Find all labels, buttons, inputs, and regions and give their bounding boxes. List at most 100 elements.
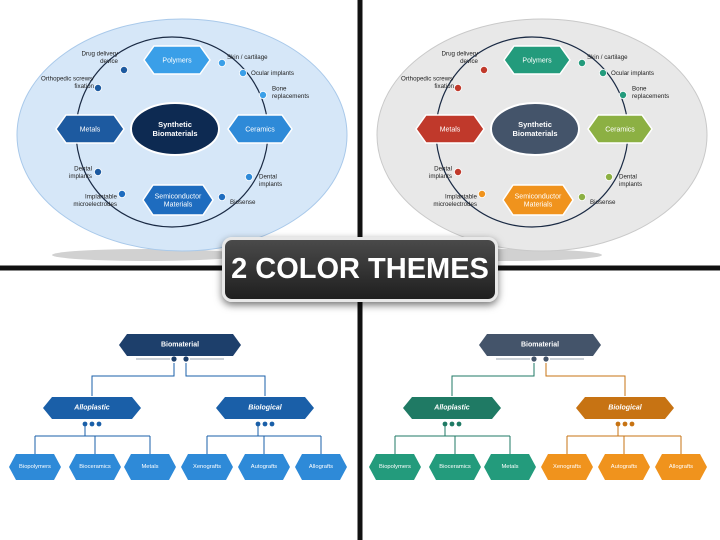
leaf-node-label: Bioceramics: [439, 464, 471, 470]
node-right-label: Ceramics: [605, 126, 635, 133]
decor-dot: [531, 356, 537, 362]
decor-dot: [89, 421, 95, 427]
application-label: Skin / cartilage: [587, 54, 628, 61]
connector-dot: [94, 84, 103, 93]
connector-dot: [453, 84, 462, 93]
node-right: [227, 114, 293, 144]
branch-node: [43, 397, 141, 419]
decor-dot: [442, 421, 448, 427]
decor-dot: [183, 356, 189, 362]
leaf-node: [238, 454, 290, 480]
connector-dot: [599, 69, 608, 78]
leaf-node-label: Xenografts: [193, 464, 221, 470]
leaf-node-label: Autografts: [611, 464, 638, 470]
root-node-label: Biomaterial: [161, 341, 199, 348]
node-left: [55, 114, 125, 144]
center-node: [490, 102, 580, 156]
connector-dot: [477, 189, 486, 198]
application-label: Biosense: [230, 199, 256, 206]
root-node: [479, 334, 601, 356]
leaf-node: [9, 454, 61, 480]
connector-dot: [619, 91, 628, 100]
leaf-node-label: Allografts: [309, 464, 333, 470]
node-right-label: Ceramics: [245, 126, 275, 133]
leaf-node: [69, 454, 121, 480]
connector-dot: [217, 192, 226, 201]
connector-line: [545, 363, 626, 396]
application-label: Orthopedic screws/fixation: [41, 76, 95, 90]
leaf-node-label: Allografts: [669, 464, 693, 470]
branch-node: [403, 397, 501, 419]
connector-dot: [479, 66, 488, 75]
application-label: Ocular implants: [611, 70, 654, 77]
decor-dot: [456, 421, 462, 427]
connector-dot: [605, 172, 614, 181]
branch-node-label: Biological: [608, 404, 643, 411]
connector-line: [91, 363, 175, 396]
leaf-node-label: Bioceramics: [79, 464, 111, 470]
leaf-node: [181, 454, 233, 480]
decor-dot: [615, 421, 621, 427]
node-left-label: Metals: [440, 126, 461, 133]
leaf-node: [484, 454, 536, 480]
decor-dot: [262, 421, 268, 427]
node-bottom: [142, 184, 214, 216]
decor-dot: [449, 421, 455, 427]
decor-dot: [629, 421, 635, 427]
oval-shadow: [52, 249, 242, 261]
decor-dot: [543, 356, 549, 362]
leaf-node-label: Autografts: [251, 464, 278, 470]
application-label: Orthopedic screws/fixation: [401, 76, 455, 90]
connector-dot: [94, 167, 103, 176]
leaf-node: [369, 454, 421, 480]
connector-dot: [244, 172, 253, 181]
node-top-label: Polymers: [162, 57, 192, 64]
node-left-label: Metals: [80, 126, 101, 133]
leaf-node: [295, 454, 347, 480]
center-node: [130, 102, 220, 156]
leaf-node: [598, 454, 650, 480]
connector-dot: [578, 59, 587, 68]
connector-dot: [217, 59, 226, 68]
connector-line: [451, 363, 535, 396]
node-top-label: Polymers: [522, 57, 552, 64]
leaf-node: [655, 454, 707, 480]
branch-node-label: Alloplastic: [73, 404, 110, 411]
node-top: [503, 45, 571, 75]
node-right: [587, 114, 653, 144]
leaf-node: [124, 454, 176, 480]
decor-dot: [255, 421, 261, 427]
decor-dot: [622, 421, 628, 427]
decor-dot: [82, 421, 88, 427]
branch-node-label: Alloplastic: [433, 404, 470, 411]
decor-dot: [171, 356, 177, 362]
leaf-node-label: Biopolymers: [19, 464, 51, 470]
root-node: [119, 334, 241, 356]
connector-line: [185, 363, 266, 396]
leaf-node-label: Metals: [141, 464, 158, 470]
leaf-node-label: Xenografts: [553, 464, 581, 470]
branch-node-label: Biological: [248, 404, 283, 411]
leaf-node: [541, 454, 593, 480]
connector-dot: [453, 167, 462, 176]
node-left: [415, 114, 485, 144]
node-top: [143, 45, 211, 75]
connector-dot: [120, 66, 129, 75]
leaf-node: [429, 454, 481, 480]
connector-dot: [118, 189, 127, 198]
decor-dot: [269, 421, 275, 427]
